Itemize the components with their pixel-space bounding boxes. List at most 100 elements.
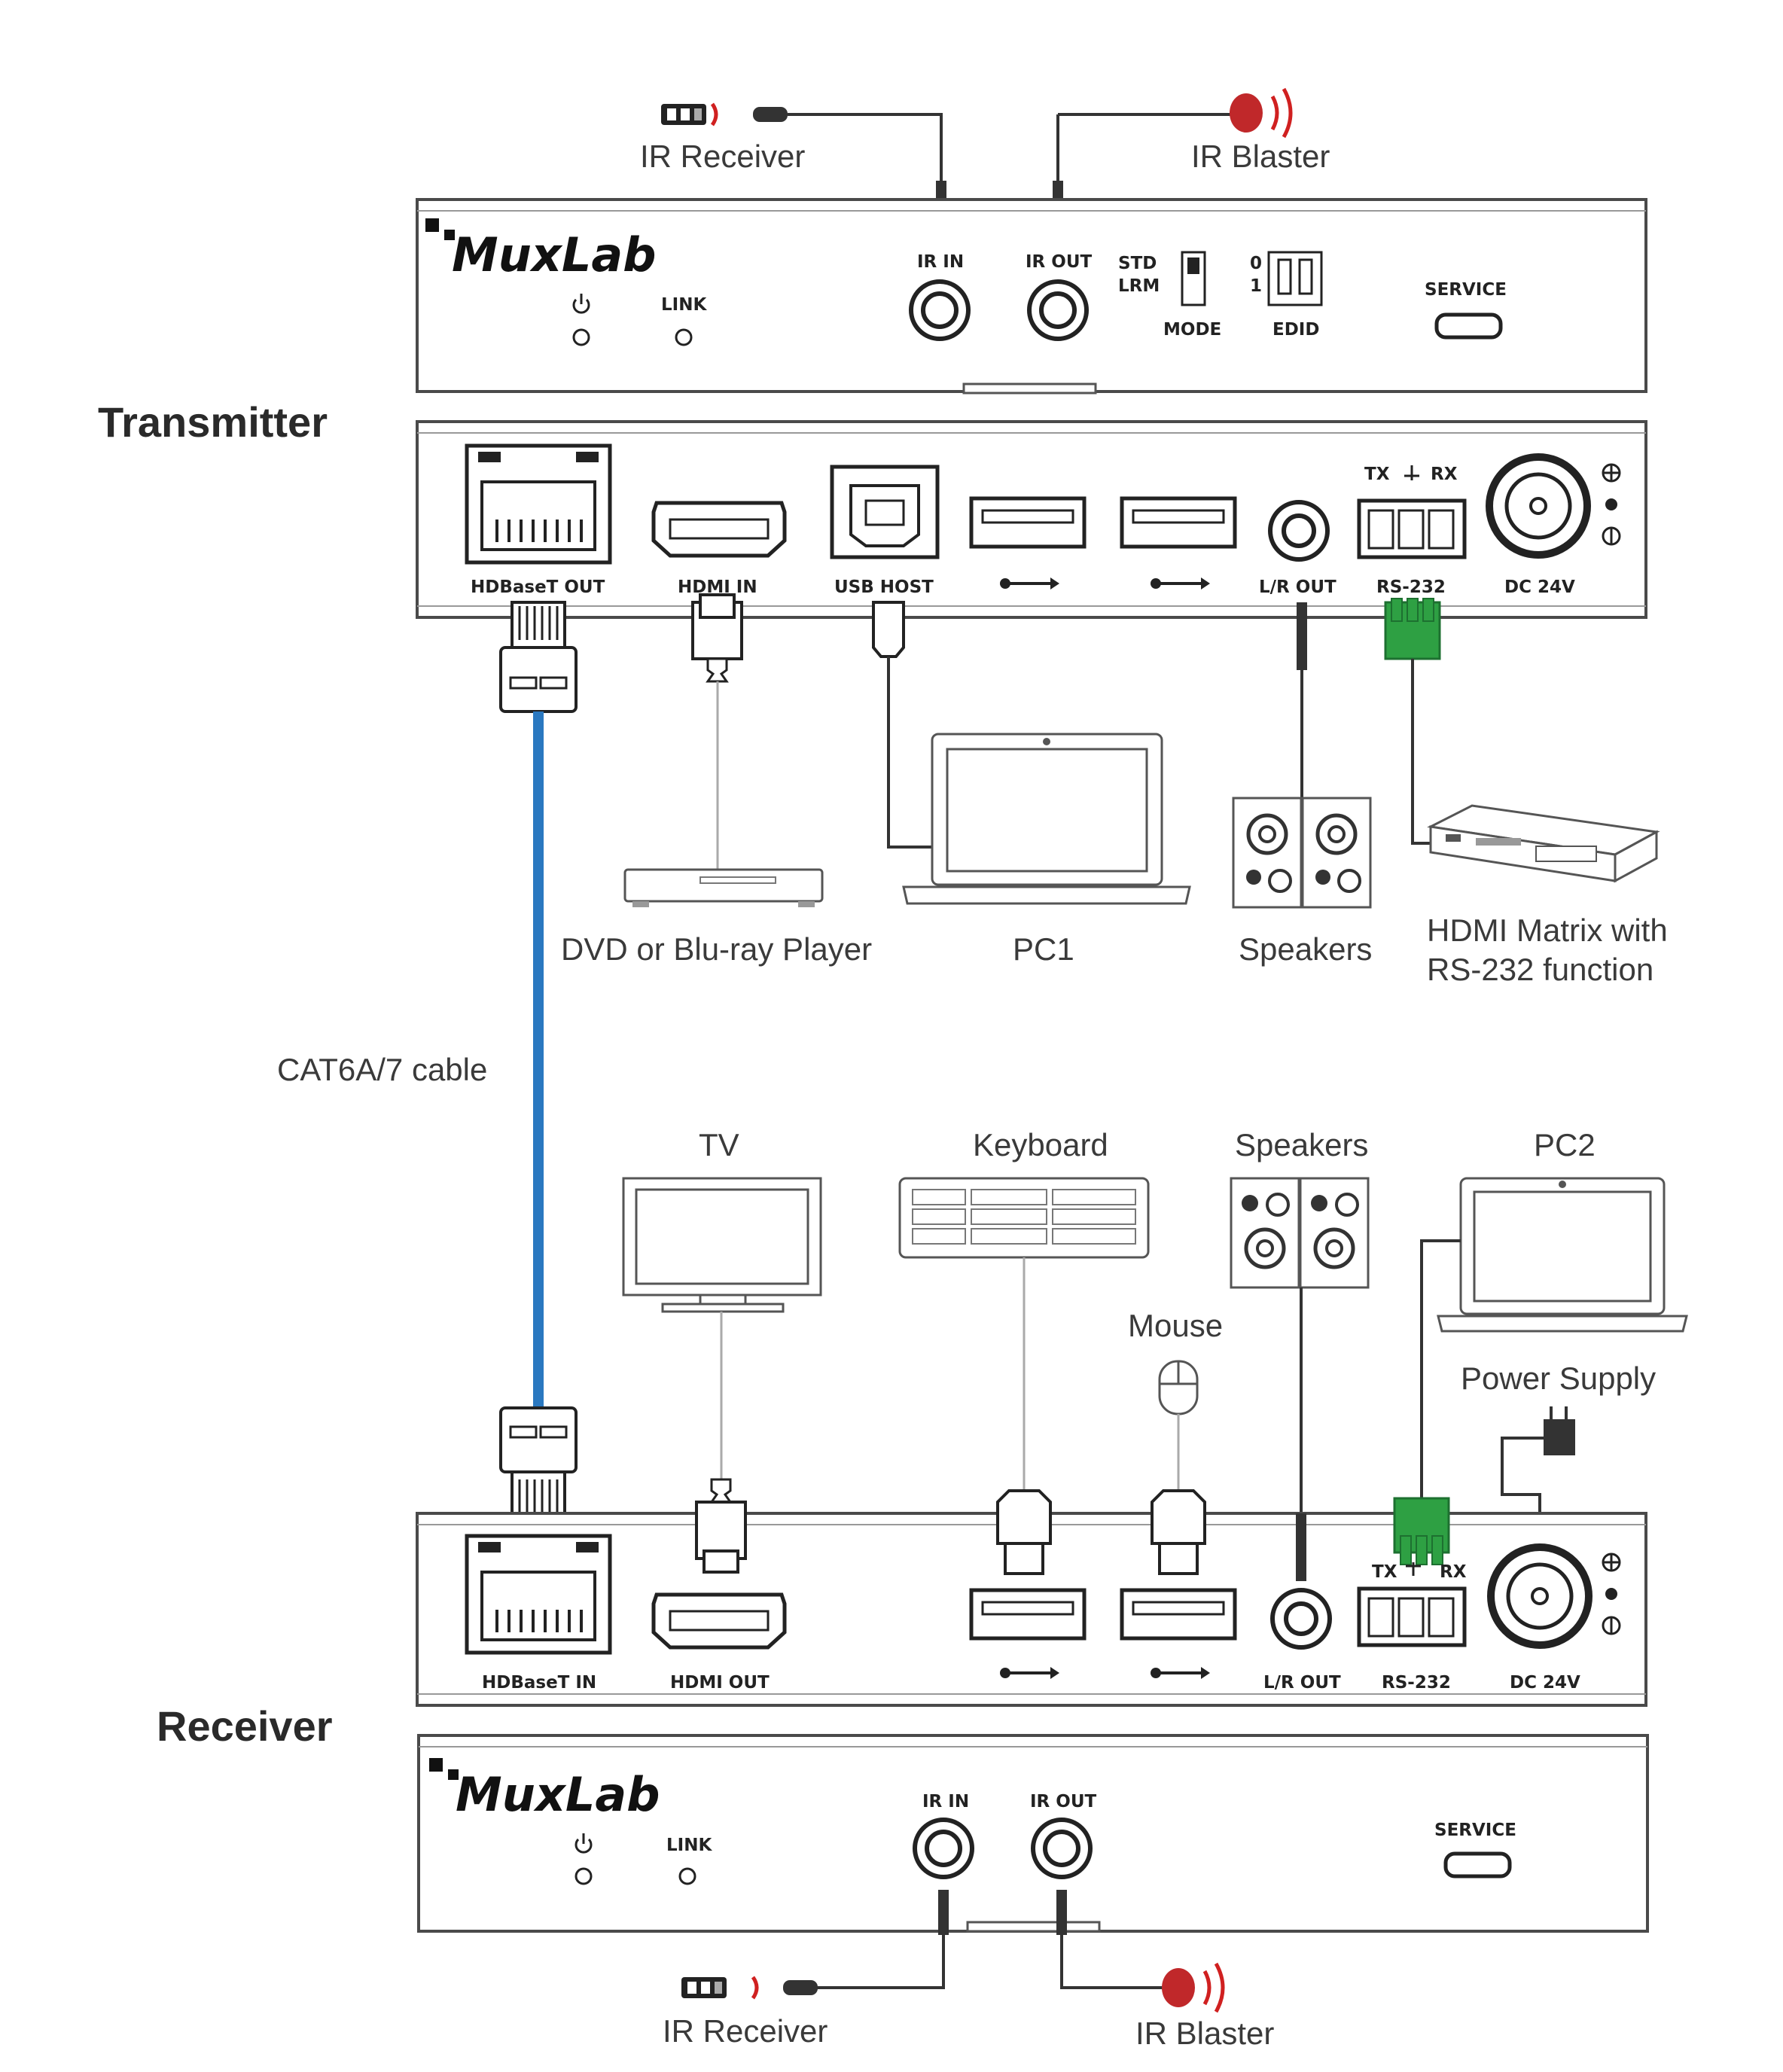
- pc2-laptop-device: [1420, 1177, 1688, 1498]
- polarity-icon: [1602, 463, 1621, 546]
- tx-rs232-terminal[interactable]: [1357, 498, 1467, 559]
- tx-lrm-label: LRM: [1118, 276, 1160, 296]
- pc2-label: PC2: [1534, 1127, 1596, 1162]
- tx-lr-out-label: L/R OUT: [1259, 577, 1336, 597]
- mouse-device: [1158, 1360, 1199, 1491]
- rx-ir-in-label: IR IN: [922, 1792, 969, 1811]
- rx-hdbaset-in-port[interactable]: [465, 1534, 612, 1655]
- tx-hdbaset-out-label: HDBaseT OUT: [471, 577, 605, 597]
- rx-rs232-tx-label: TX: [1372, 1562, 1397, 1582]
- receiver-front-panel: [417, 1734, 1649, 1933]
- rx-link-label: LINK: [666, 1836, 712, 1855]
- ground-icon: [1406, 1562, 1421, 1576]
- rx-ir-in-jack[interactable]: [913, 1818, 974, 1879]
- rx-rs232-terminal[interactable]: [1357, 1586, 1467, 1647]
- tx-dc24v-jack[interactable]: [1486, 453, 1591, 559]
- tx-hdmi-cable: [691, 593, 743, 870]
- rx-rs232-rx-label: RX: [1440, 1562, 1467, 1582]
- tx-hdmi-in-port[interactable]: [651, 501, 787, 558]
- rx-keyboard-usb-plug: [996, 1489, 1052, 1575]
- tx-mode-switch[interactable]: [1181, 251, 1206, 306]
- rx-speakers-device: [1230, 1177, 1370, 1513]
- hdmi-matrix-device: [1427, 804, 1660, 883]
- tx-rj45-plug: [499, 601, 578, 713]
- tx-mode-label: MODE: [1163, 320, 1221, 340]
- rx-rs232-label: RS-232: [1382, 1673, 1451, 1693]
- tx-usb-host-port[interactable]: [830, 465, 940, 559]
- tx-edid-1-label: 1: [1250, 276, 1262, 296]
- rx-dc24v-jack[interactable]: [1487, 1543, 1593, 1649]
- tx-rs232-rx-label: RX: [1431, 465, 1458, 484]
- rx-hdbaset-in-label: HDBaseT IN: [482, 1673, 596, 1693]
- tx-service-port[interactable]: [1434, 312, 1503, 340]
- rx-brand-logo: MuxLab: [456, 1767, 660, 1822]
- tx-link-label: LINK: [661, 295, 707, 315]
- rx-service-label: SERVICE: [1434, 1821, 1516, 1840]
- rx-rj45-plug: [499, 1406, 578, 1522]
- tx-ir-out-jack[interactable]: [1027, 279, 1089, 341]
- mouse-label: Mouse: [1128, 1308, 1223, 1343]
- power-supply-label: Power Supply: [1461, 1361, 1656, 1396]
- rx-usb-port-2[interactable]: [1120, 1588, 1237, 1641]
- dvd-player-device: [623, 868, 824, 907]
- tx-power-icon: [572, 294, 590, 346]
- transmitter-label: Transmitter: [98, 398, 328, 446]
- tx-dc24v-label: DC 24V: [1504, 577, 1575, 597]
- tx-service-label: SERVICE: [1425, 280, 1507, 300]
- tx-hdbaset-out-port[interactable]: [465, 443, 612, 565]
- receiver-label: Receiver: [157, 1702, 333, 1750]
- tx-edid-dip-switch[interactable]: [1267, 251, 1323, 306]
- rx-ir-receiver-label: IR Receiver: [663, 2013, 827, 2049]
- matrix-label-line2: RS-232 function: [1427, 952, 1653, 987]
- usb-icon: [1000, 577, 1059, 590]
- muxlab-logo-icon: [429, 1758, 459, 1780]
- tx-speakers-device: [1232, 797, 1372, 909]
- pc1-laptop-device: [902, 733, 1191, 905]
- usb-icon: [1151, 1667, 1210, 1679]
- rx-dc24v-label: DC 24V: [1510, 1673, 1580, 1693]
- tx-ir-in-jack[interactable]: [909, 279, 971, 341]
- cat-cable-label: CAT6A/7 cable: [277, 1052, 487, 1087]
- usb-icon: [1000, 1667, 1059, 1679]
- tx-rs232-connector: [1384, 598, 1441, 845]
- tx-audio-cable: [1297, 602, 1307, 798]
- tx-rs232-tx-label: TX: [1364, 465, 1390, 484]
- tx-speakers-label: Speakers: [1239, 931, 1372, 967]
- rx-hdmi-out-port[interactable]: [651, 1592, 787, 1650]
- rx-ir-blaster-device: [1056, 1890, 1225, 2013]
- usb-icon: [1151, 577, 1210, 590]
- rx-lr-out-jack[interactable]: [1270, 1588, 1332, 1650]
- rx-mouse-usb-plug: [1151, 1489, 1206, 1575]
- rx-rs232-connector: [1393, 1497, 1450, 1565]
- tx-ir-blaster-label: IR Blaster: [1191, 139, 1330, 174]
- tx-lr-out-jack[interactable]: [1268, 500, 1330, 562]
- pc1-label: PC1: [1013, 931, 1074, 967]
- rx-link-led-icon: [678, 1867, 696, 1885]
- rx-usb-port-1[interactable]: [969, 1588, 1087, 1641]
- rx-hdmi-out-label: HDMI OUT: [670, 1673, 770, 1693]
- polarity-icon: [1602, 1552, 1621, 1635]
- tx-usb-port-2[interactable]: [1120, 496, 1237, 549]
- keyboard-device: [898, 1177, 1150, 1491]
- dvd-player-label: DVD or Blu-ray Player: [561, 931, 872, 967]
- tx-edid-label: EDID: [1272, 320, 1319, 340]
- tx-std-label: STD: [1118, 254, 1157, 273]
- rx-ir-out-jack[interactable]: [1031, 1818, 1093, 1879]
- tx-usb-host-label: USB HOST: [834, 577, 934, 597]
- tx-link-led-icon: [675, 328, 693, 346]
- matrix-label-line1: HDMI Matrix with: [1427, 913, 1668, 948]
- tx-rs232-label: RS-232: [1376, 577, 1446, 597]
- rx-hdmi-cable: [695, 1478, 747, 1574]
- rx-ir-blaster-label: IR Blaster: [1135, 2016, 1274, 2051]
- rx-audio-plug: [1296, 1513, 1306, 1581]
- tx-usb-cable: [872, 601, 934, 849]
- tx-ir-receiver-label: IR Receiver: [640, 139, 805, 174]
- tx-ir-out-label: IR OUT: [1026, 252, 1093, 272]
- rx-ir-receiver-device: [681, 1890, 949, 2000]
- tx-edid-0-label: 0: [1250, 254, 1262, 273]
- tv-label: TV: [699, 1127, 739, 1162]
- tv-device: [622, 1177, 822, 1479]
- rx-service-port[interactable]: [1443, 1851, 1512, 1879]
- tx-usb-port-1[interactable]: [969, 496, 1087, 549]
